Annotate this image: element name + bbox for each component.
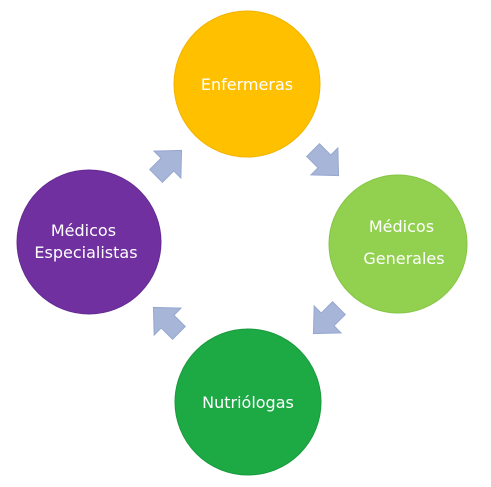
arrow-medicos-especialistas-to-enfermeras xyxy=(149,149,183,183)
node-medicos-especialistas xyxy=(16,169,162,315)
arrow-medicos-generales-to-nutriologas xyxy=(312,301,346,335)
node-medicos-generales xyxy=(328,174,468,314)
label-line: Médicos xyxy=(51,221,116,240)
label-line: Especialistas xyxy=(34,243,137,262)
label-line: Médicos xyxy=(369,217,434,236)
node-label-nutriologas: Nutriólogas xyxy=(202,393,294,412)
label-line: Generales xyxy=(363,249,444,268)
node-enfermeras xyxy=(173,10,321,158)
node-label-medicos-generales: Médicos Generales xyxy=(363,217,444,268)
node-label-enfermeras: Enfermeras xyxy=(201,75,293,94)
arrow-enfermeras-to-medicos-generales xyxy=(306,143,340,177)
node-nutriologas xyxy=(174,328,322,476)
label-line: Nutriólogas xyxy=(202,393,294,412)
arrow-nutriologas-to-medicos-especialistas xyxy=(152,306,186,340)
label-line: Enfermeras xyxy=(201,75,293,94)
node-label-medicos-especialistas: Médicos Especialistas xyxy=(34,221,137,262)
